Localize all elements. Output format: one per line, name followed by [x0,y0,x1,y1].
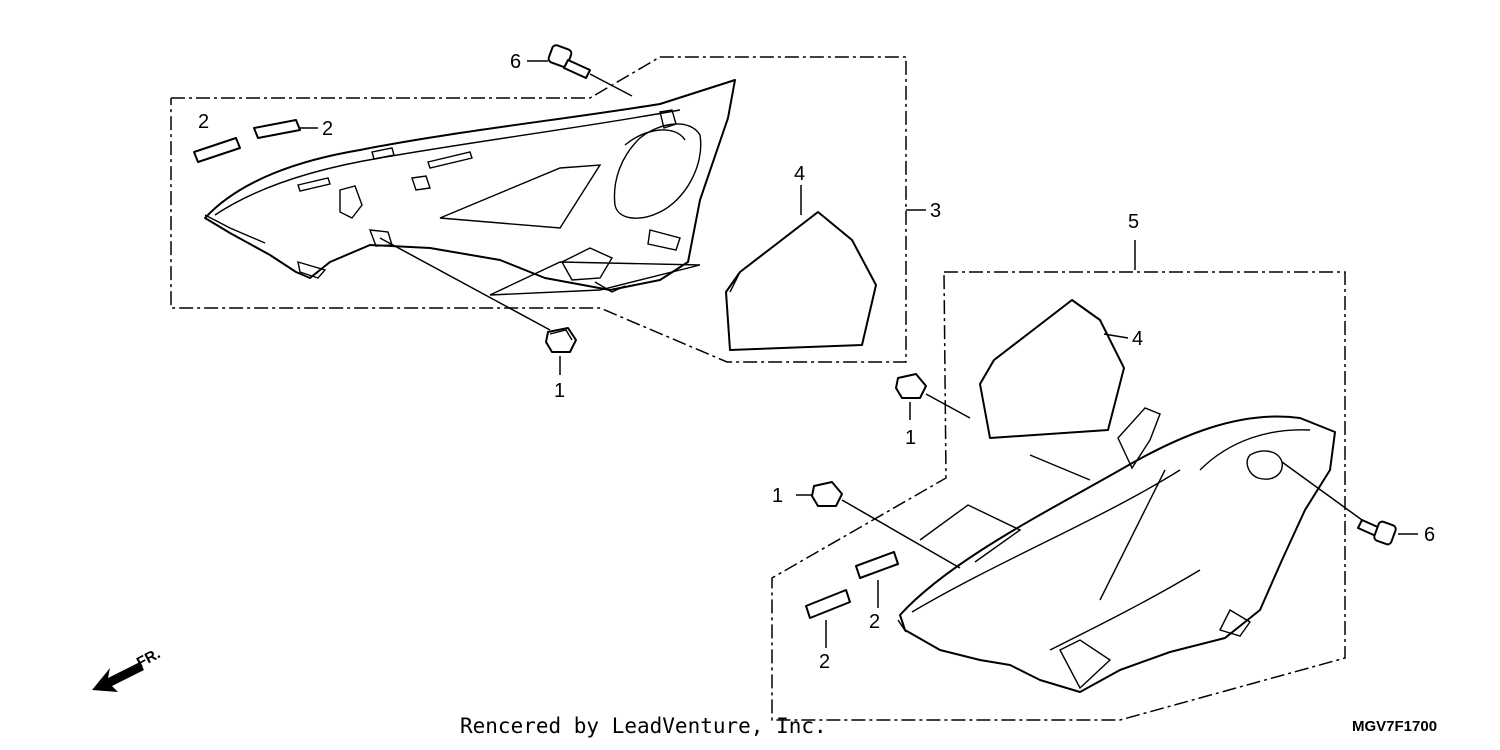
right-side-cover[interactable] [897,407,1336,693]
right-grommet-mid[interactable] [796,481,961,569]
right-strip-b[interactable] [855,551,899,608]
callout-left-bolt: 6 [510,51,521,73]
left-assembly-frame [170,56,926,363]
callout-right-pad: 4 [1132,328,1143,350]
callout-left-strip-a: 2 [198,111,209,133]
right-strip-a[interactable] [805,589,851,648]
callout-right-strip-a: 2 [819,651,830,673]
callout-right-bolt: 6 [1424,524,1435,546]
left-pad[interactable] [725,185,877,351]
left-grommet[interactable] [379,237,577,375]
left-side-cover[interactable] [204,79,736,296]
left-bolt[interactable] [547,44,633,97]
right-pad[interactable] [979,299,1129,439]
callout-left-strip-b: 2 [322,118,333,140]
callout-left-assembly: 3 [930,200,941,222]
right-ghost-lines [919,454,1091,563]
front-direction-arrow-icon: FR. [92,645,163,692]
left-strip-b[interactable] [253,119,301,139]
credit-text: Rencered by LeadVenture, Inc. [460,714,827,738]
callout-left-pad: 4 [794,163,805,185]
right-grommet-top[interactable] [895,373,971,420]
callout-right-assembly: 5 [1128,211,1139,233]
right-bolt[interactable] [1281,461,1418,546]
callout-left-grommet: 1 [554,380,565,402]
diagram-code: MGV7F1700 [1352,718,1437,735]
left-strip-a[interactable] [193,137,241,163]
callout-right-strip-b: 2 [869,611,880,633]
callout-right-grommet-top: 1 [905,427,916,449]
callout-right-grommet-mid: 1 [772,485,783,507]
right-assembly-frame [771,240,1346,721]
